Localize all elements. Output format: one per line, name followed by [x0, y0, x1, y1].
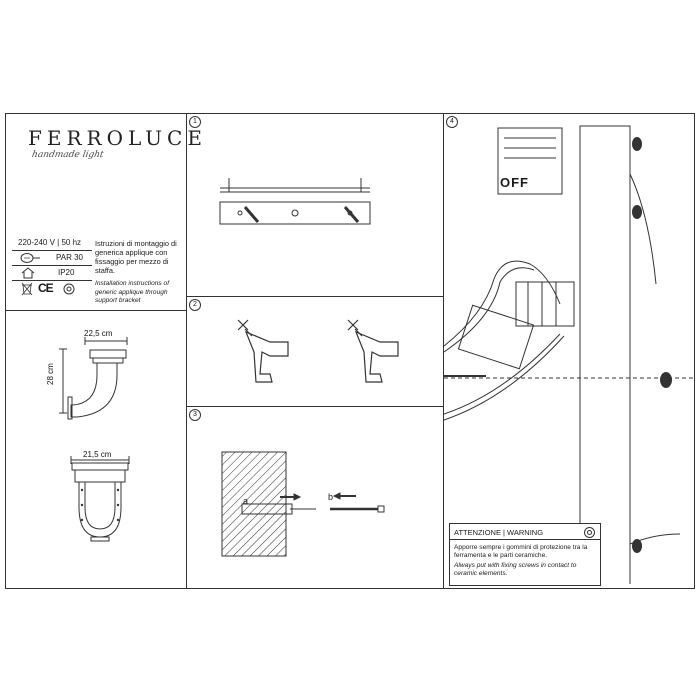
- spec-row-bulb: PAR 30: [12, 250, 92, 266]
- warning-box: ATTENZIONE | WARNING Apporre sempre i go…: [449, 523, 601, 586]
- warning-text-italian: Apporre sempre i gommini di protezione t…: [454, 544, 588, 559]
- dim-height: 28 cm: [46, 363, 55, 385]
- spec-row-voltage: 220-240 V | 50 hz: [12, 235, 92, 251]
- ip-class-icon: [63, 283, 75, 295]
- bulb-icon: [20, 253, 40, 263]
- step3-label-a: a: [243, 496, 249, 506]
- step-1-number: 1: [189, 116, 201, 128]
- step-2-number: 2: [189, 299, 201, 311]
- dim-width-front: 21,5 cm: [83, 450, 112, 459]
- step1-bracket-drawing: [219, 178, 371, 225]
- warning-icon: [584, 527, 595, 538]
- step3-label-b: b: [328, 492, 334, 502]
- warning-text-english: Always put with fixing screws in contact…: [454, 562, 577, 577]
- step4-wiring-drawing: [444, 125, 694, 584]
- voltage-value: 220-240 V | 50 hz: [18, 238, 82, 247]
- step-3-number: 3: [189, 409, 201, 421]
- ip-value: IP20: [58, 268, 75, 277]
- drill-icon: [237, 319, 399, 383]
- plug-icon: [221, 451, 385, 557]
- weee-bin-icon: [21, 282, 33, 296]
- description-english: Installation instructions of generic app…: [95, 280, 170, 304]
- ce-mark-icon: CE: [38, 281, 54, 295]
- brand-logo: FERROLUCE: [28, 126, 207, 150]
- step-4-number: 4: [446, 116, 458, 128]
- warning-divider: [450, 539, 600, 540]
- description-italian: Istruzioni di montaggio di generica appl…: [95, 239, 177, 275]
- side-view-drawing: [59, 337, 130, 542]
- house-icon: [21, 267, 35, 279]
- warning-title: ATTENZIONE | WARNING: [454, 528, 544, 537]
- switch-off-label: OFF: [500, 175, 529, 190]
- spec-row-marks: CE: [12, 280, 92, 298]
- dim-width-side: 22,5 cm: [84, 329, 113, 338]
- bulb-value: PAR 30: [56, 253, 83, 262]
- brand-tagline: handmade light: [31, 150, 105, 160]
- spec-row-ip: IP20: [12, 265, 92, 281]
